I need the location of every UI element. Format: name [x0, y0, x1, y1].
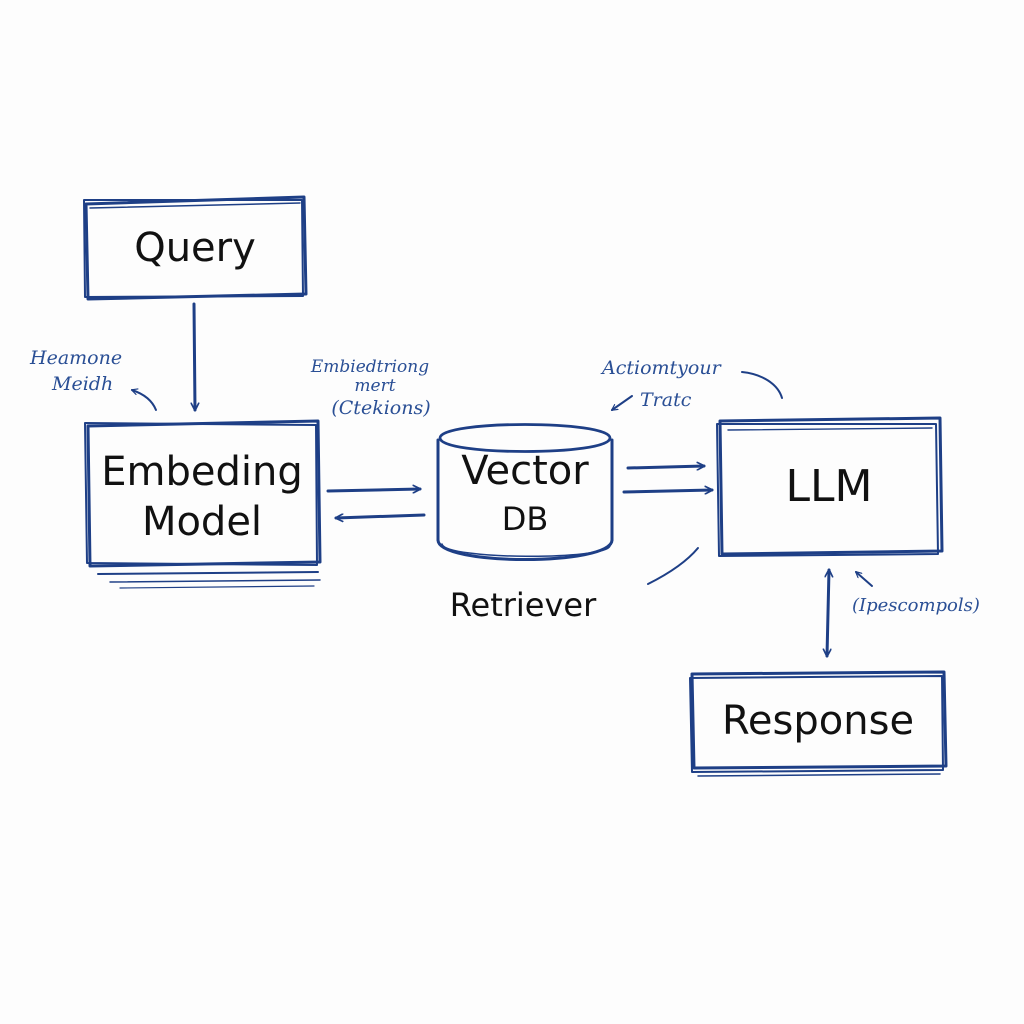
response-label: Response	[721, 698, 915, 744]
embedding-model-label-line1: Embeding	[101, 449, 303, 495]
arrow-vector-to-embedding	[336, 515, 426, 518]
annotation-left-line1: Heamone	[30, 347, 123, 369]
arrow-vector-to-llm-bottom	[622, 490, 712, 492]
arrow-llm-response-bidirectional	[827, 570, 829, 656]
query-label: Query	[134, 225, 256, 271]
embedding-model-box	[84, 419, 322, 589]
annotation-tick-right	[610, 395, 633, 411]
embedding-model-label-line2: Model	[141, 499, 263, 545]
llm-label: LLM	[785, 461, 873, 512]
annotation-middle-line2: mert	[354, 376, 396, 396]
arrow-vector-to-llm-top	[626, 466, 704, 468]
query-box	[83, 195, 308, 301]
annotation-hook-left	[130, 388, 157, 411]
annotation-right-line2: Tratc	[640, 389, 692, 411]
annotation-left-line2: Meidh	[52, 373, 114, 395]
annotation-tick-bottom-right	[854, 571, 873, 587]
llm-box	[716, 416, 944, 557]
annotation-bottom-right: (Ipescompols)	[852, 595, 980, 616]
annotation-middle-line1: Embiedtriong	[310, 357, 430, 377]
vector-db-label-line2: DB	[501, 500, 549, 538]
annotation-arc-right-top	[741, 371, 783, 399]
arrow-query-to-embedding	[194, 302, 195, 410]
arrow-embedding-to-vector	[326, 489, 420, 491]
vector-db-label-line1: Vector	[461, 448, 589, 494]
annotation-middle-line3: (Ctekions)	[331, 397, 431, 419]
annotation-right-line1: Actiomtyour	[602, 357, 721, 379]
response-box	[689, 670, 948, 777]
annotation-arc-lower	[647, 547, 699, 585]
retriever-label: Retriever	[449, 586, 597, 624]
vector-db-cylinder	[436, 423, 614, 561]
